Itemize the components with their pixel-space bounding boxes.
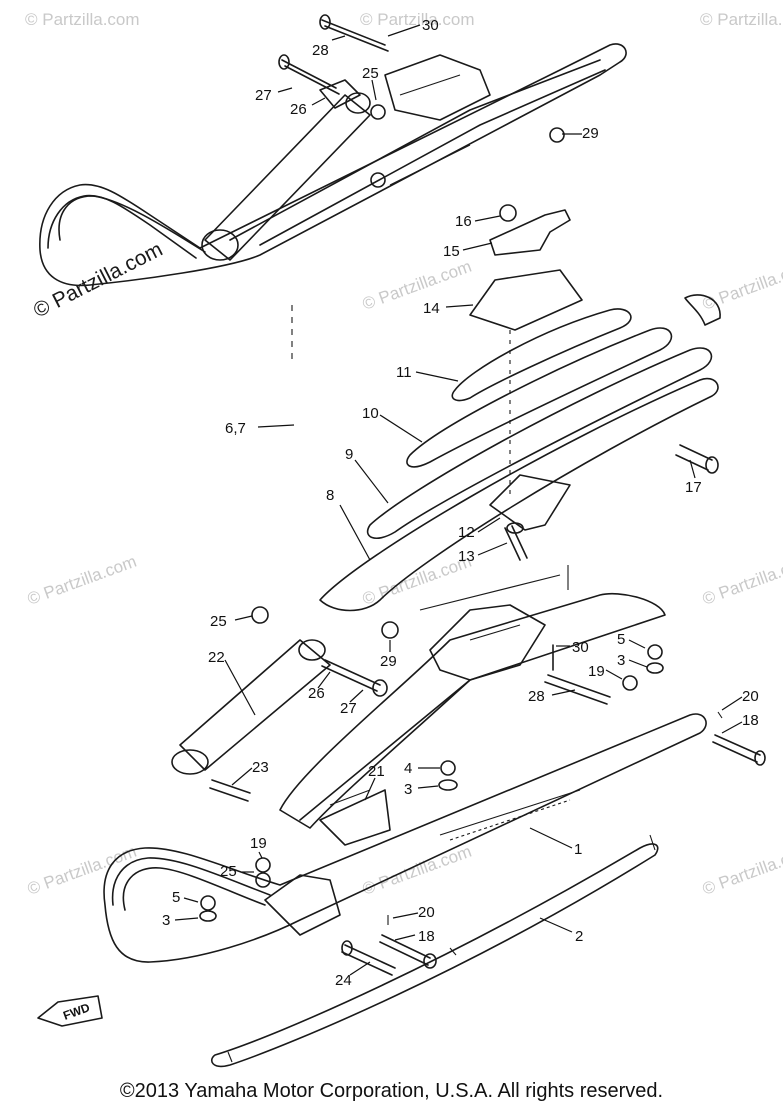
callout-3: 3 [617,652,625,669]
callout-25: 25 [210,613,227,630]
callout-27: 27 [340,700,357,717]
callout-5: 5 [172,889,180,906]
watermark: © Partzilla.com [360,842,474,899]
callout-17: 17 [685,479,702,496]
callout-19: 19 [588,663,605,680]
callout-23: 23 [252,759,269,776]
leader-lines [174,24,743,976]
callout-2: 2 [575,928,583,945]
callout-5: 5 [617,631,625,648]
callout-24: 24 [335,972,352,989]
callout-26: 26 [308,685,325,702]
callout-26: 26 [290,101,307,118]
callout-29: 29 [582,125,599,142]
callout-3: 3 [404,781,412,798]
callout-3: 3 [162,912,170,929]
callout-4: 4 [404,760,412,777]
watermark: © Partzilla.com [25,10,140,29]
callout-25: 25 [220,863,237,880]
callout-14: 14 [423,300,440,317]
leaf-spring-stack [291,204,721,612]
lower-ski-assembly [103,565,766,1068]
callout-28: 28 [312,42,329,59]
callout-labels: 30 28 27 25 26 29 16 15 14 11 10 6,7 9 1… [162,17,759,989]
watermark-strong: © Partzilla.com [30,238,167,323]
watermark: © Partzilla.com [360,552,474,609]
callout-25: 25 [362,65,379,82]
watermark: © Partzilla.com [360,257,474,314]
callout-18: 18 [742,712,759,729]
watermark: © Partzilla.com [360,10,475,29]
callout-27: 27 [255,87,272,104]
callout-9: 9 [345,446,353,463]
callout-6-7: 6,7 [225,420,246,437]
watermark: © Partzilla.com [700,10,783,29]
callout-30: 30 [572,639,589,656]
callout-19: 19 [250,835,267,852]
callout-16: 16 [455,213,472,230]
callout-21: 21 [368,763,385,780]
copyright-notice: ©2013 Yamaha Motor Corporation, U.S.A. A… [119,1080,664,1102]
fwd-label: FWD [61,1000,92,1023]
callout-22: 22 [208,649,225,666]
callout-28: 28 [528,688,545,705]
watermark: © Partzilla.com [700,552,783,609]
callout-15: 15 [443,243,460,260]
callout-20: 20 [742,688,759,705]
watermark: © Partzilla.com [25,552,139,609]
upper-ski-assembly [39,14,627,287]
callout-13: 13 [458,548,475,565]
forward-arrow-icon: FWD [37,995,103,1027]
callout-10: 10 [362,405,379,422]
callout-20: 20 [418,904,435,921]
callout-1: 1 [574,841,582,858]
callout-8: 8 [326,487,334,504]
callout-11: 11 [396,364,412,381]
callout-18: 18 [418,928,435,945]
watermark: © Partzilla.com [700,257,783,314]
callout-12: 12 [458,524,475,541]
watermark: © Partzilla.com [700,842,783,899]
callout-29: 29 [380,653,397,670]
callout-30: 30 [422,17,439,34]
